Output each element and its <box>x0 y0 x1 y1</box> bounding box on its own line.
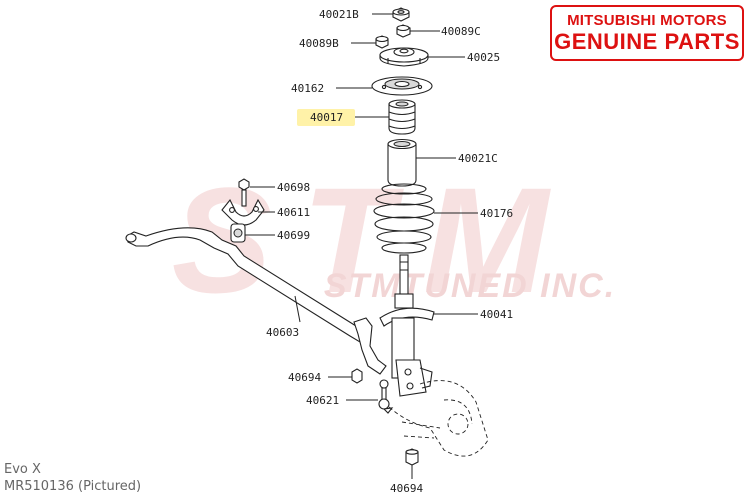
watermark-tagline: STMTUNED INC. <box>324 267 616 305</box>
callout-40698: 40698 <box>277 181 310 194</box>
part-40025-strut-mount <box>379 47 429 67</box>
caption-part-number: MR510136 (Pictured) <box>4 479 142 494</box>
part-40699-bushing <box>230 223 246 243</box>
part-40603-stabilizer-bar <box>125 227 387 375</box>
callout-40694-lower: 40694 <box>390 482 423 495</box>
callout-40603: 40603 <box>266 326 299 339</box>
part-40698-bolt <box>238 178 250 207</box>
callout-40021C: 40021C <box>458 152 498 165</box>
callout-40162: 40162 <box>291 82 324 95</box>
badge-title: GENUINE PARTS <box>554 29 740 54</box>
caption-model: Evo X <box>4 462 41 477</box>
part-40017-bump-stop <box>388 99 416 135</box>
callout-40699: 40699 <box>277 229 310 242</box>
part-40694-nut-lower <box>405 448 419 466</box>
part-40162-spring-seat <box>371 76 433 96</box>
part-40021B-nut <box>392 7 410 22</box>
callout-40041: 40041 <box>480 308 513 321</box>
part-40089B-nut <box>375 35 389 49</box>
callout-40176: 40176 <box>480 207 513 220</box>
callout-40694-upper: 40694 <box>288 371 321 384</box>
callout-40611: 40611 <box>277 206 310 219</box>
part-40021C-dust-boot <box>387 138 417 187</box>
callout-40017: 40017 <box>310 111 343 124</box>
part-40694-nut-upper <box>351 368 363 384</box>
part-40176-coil-spring <box>373 183 435 254</box>
callout-40621: 40621 <box>306 394 339 407</box>
part-40089C-nut <box>396 24 411 38</box>
callout-40025: 40025 <box>467 51 500 64</box>
part-40041-strut <box>379 254 435 397</box>
steering-knuckle <box>385 380 489 457</box>
genuine-parts-badge: MITSUBISHI MOTORS GENUINE PARTS <box>550 5 744 61</box>
highlight-40017 <box>297 109 355 126</box>
caption: Evo X MR510136 (Pictured) <box>4 461 141 495</box>
callout-40089B: 40089B <box>299 37 339 50</box>
callout-40021B: 40021B <box>319 8 359 21</box>
part-40621-stabilizer-link <box>378 379 394 414</box>
badge-brand: MITSUBISHI MOTORS <box>567 12 727 29</box>
part-40611-bracket <box>221 198 265 226</box>
callout-40089C: 40089C <box>441 25 481 38</box>
